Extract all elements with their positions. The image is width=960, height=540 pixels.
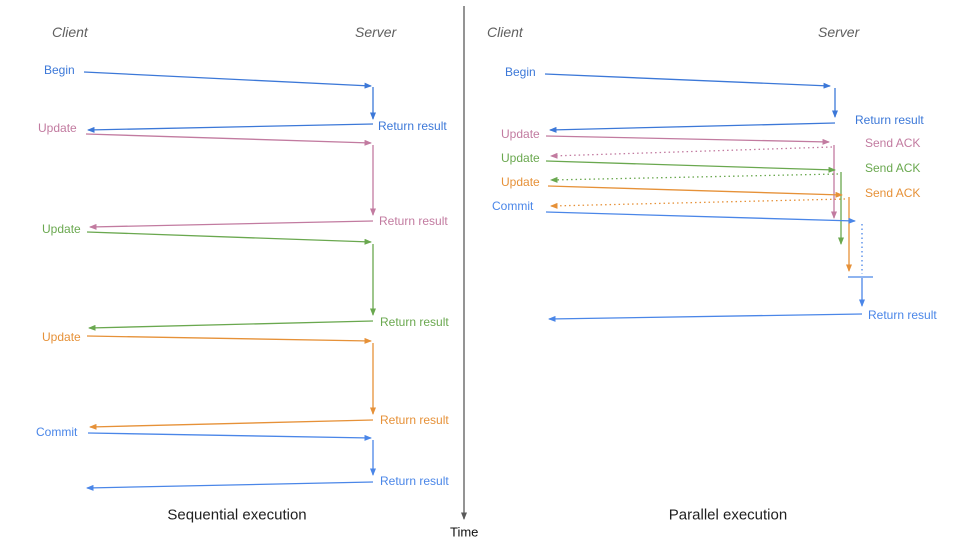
right-begin-request xyxy=(544,73,831,89)
right-update2-request xyxy=(545,160,836,173)
left-update3-return xyxy=(89,419,374,430)
left-update2-return xyxy=(88,320,374,331)
left-update1-return xyxy=(89,220,374,230)
right-commit-request xyxy=(545,211,856,224)
left-update2-request xyxy=(86,231,372,245)
right-begin-return xyxy=(549,122,836,133)
right-update2-ack xyxy=(550,173,839,183)
left-update1-request xyxy=(85,133,372,146)
left-begin-request xyxy=(83,71,372,89)
left-commit-request xyxy=(87,432,372,441)
right-update1-ack xyxy=(550,146,833,159)
right-update1-request xyxy=(545,135,830,145)
right-update3-ack xyxy=(550,198,846,209)
left-begin-return xyxy=(87,123,374,133)
left-update3-request xyxy=(86,335,372,344)
right-commit-return xyxy=(548,313,863,322)
left-commit-return xyxy=(86,481,374,491)
right-update3-request xyxy=(547,185,843,198)
